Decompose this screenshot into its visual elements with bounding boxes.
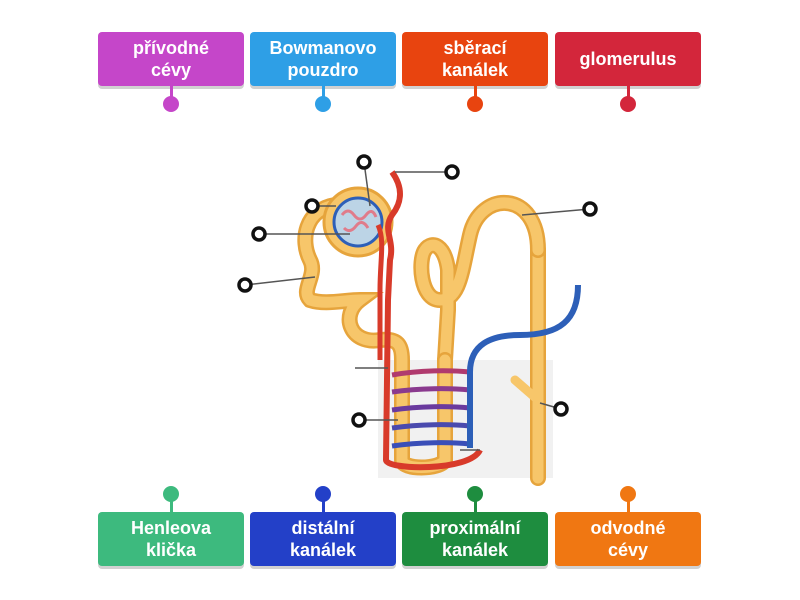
pin-stem [170,86,173,100]
pin-head[interactable] [163,486,179,502]
afferent-vessel [375,223,385,360]
drop-target[interactable] [356,154,372,170]
pin-stem [627,86,630,100]
label-text: glomerulus [579,49,677,69]
label-text: distální kanálek [289,518,357,560]
drop-target[interactable] [304,198,320,214]
label-card-glomerulus[interactable]: glomerulus [555,32,701,86]
drop-target[interactable] [444,164,460,180]
vasa-recta [391,368,471,449]
drop-target[interactable] [237,277,253,293]
pin-stem [322,500,325,514]
label-text: sběrací kanálek [441,38,509,80]
label-card-sberaci-kanalek[interactable]: sběrací kanálek [402,32,548,86]
pin-head[interactable] [467,96,483,112]
label-card-bowmanovo-pouzdro[interactable]: Bowmanovo pouzdro [250,32,396,86]
label-card-henleova-klicka[interactable]: Henleova klička [98,512,244,566]
collecting-duct-branch [510,375,543,405]
pin-stem [474,86,477,100]
pin-head[interactable] [315,486,331,502]
glomerulus-capillaries [340,209,378,233]
pin-stem [322,86,325,100]
pin-head[interactable] [467,486,483,502]
drop-target[interactable] [553,401,569,417]
label-text: přívodné cévy [132,38,209,80]
label-card-odvodne-cevy[interactable]: odvodné cévy [555,512,701,566]
pin-head[interactable] [163,96,179,112]
pin-stem [170,500,173,514]
drop-target[interactable] [582,201,598,217]
label-text: odvodné cévy [590,518,666,560]
label-text: Henleova klička [130,518,212,560]
pin-head[interactable] [620,96,636,112]
drop-target[interactable] [251,226,267,242]
label-card-privodne-cevy[interactable]: přívodné cévy [98,32,244,86]
pin-stem [474,500,477,514]
label-card-proximalni-kanalek[interactable]: proximální kanálek [402,512,548,566]
proximal-tubule [299,199,451,473]
artery-path [382,170,483,471]
label-text: proximální kanálek [429,518,521,560]
pin-stem [627,500,630,514]
distal-tubule [415,197,544,366]
label-text: Bowmanovo pouzdro [269,38,377,80]
label-card-distalni-kanalek[interactable]: distální kanálek [250,512,396,566]
pin-head[interactable] [620,486,636,502]
vein-path [467,284,581,373]
pin-head[interactable] [315,96,331,112]
drop-target[interactable] [351,412,367,428]
drop-targets [237,154,598,428]
